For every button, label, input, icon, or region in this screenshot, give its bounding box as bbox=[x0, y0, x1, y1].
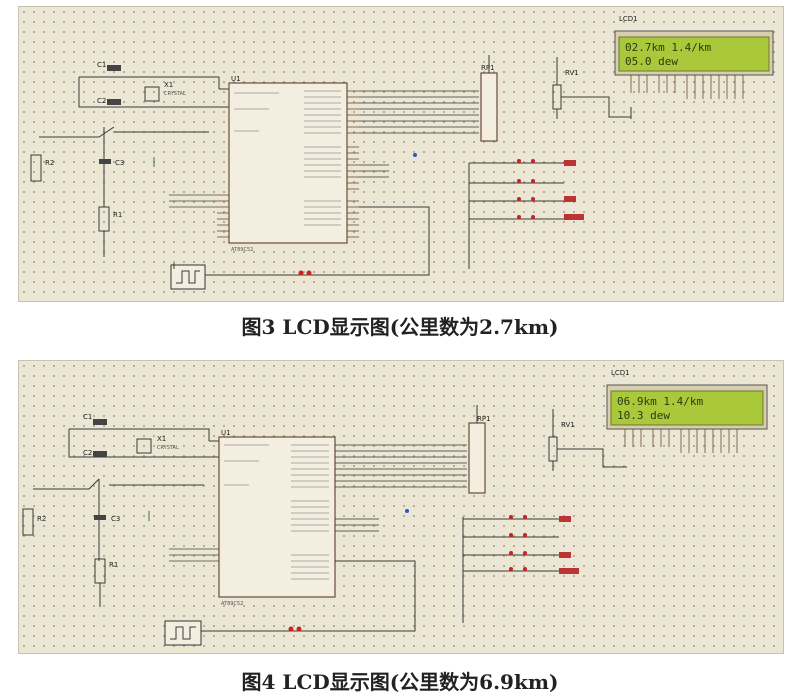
label-c1: C1 bbox=[83, 413, 92, 421]
schematic-panel-1: C1 C2 X1 CRYSTAL R2 C3 R1 U1 AT89C52 bbox=[18, 6, 784, 302]
label-x1: X1 bbox=[157, 435, 166, 443]
capacitor-c3 bbox=[99, 159, 111, 164]
label-rv1: RV1 bbox=[565, 69, 579, 77]
label-c3: C3 bbox=[111, 515, 120, 523]
schematic-drawing-1: C1 C2 X1 CRYSTAL R2 C3 R1 U1 AT89C52 bbox=[30, 15, 774, 290]
label-mcu-part: AT89C52 bbox=[221, 601, 243, 607]
label-mcu-part: AT89C52 bbox=[231, 247, 253, 253]
label-r2: R2 bbox=[45, 159, 54, 167]
label-crystal: CRYSTAL bbox=[157, 445, 179, 451]
label-c1: C1 bbox=[97, 61, 106, 69]
label-mcu: U1 bbox=[231, 75, 241, 83]
potentiometer-rv1 bbox=[552, 84, 562, 110]
label-mcu: U1 bbox=[221, 429, 231, 437]
capacitor-c1 bbox=[93, 419, 107, 425]
caption-figure-3: 图3 LCD显示图(公里数为2.7km) bbox=[241, 315, 559, 339]
potentiometer-rv1 bbox=[548, 436, 558, 462]
mcu-u1 bbox=[218, 436, 336, 598]
label-r2: R2 bbox=[37, 515, 46, 523]
capacitor-c2 bbox=[107, 99, 121, 105]
pulse-source bbox=[170, 264, 206, 290]
schematic-drawing-2: C1 C2 X1 CRYSTAL R2 C3 R1 U1 AT89C52 bbox=[22, 369, 768, 646]
lcd-screen bbox=[618, 36, 770, 72]
lcd-line-1: 02.7km 1.4/km bbox=[625, 41, 711, 54]
resistor-pack-rp1 bbox=[468, 422, 486, 494]
crystal-x1 bbox=[136, 438, 152, 454]
label-rp1: RP1 bbox=[481, 64, 495, 72]
lcd-line-2: 10.3 dew bbox=[617, 409, 670, 422]
lcd-screen bbox=[610, 390, 764, 426]
lcd-title: LCD1 bbox=[611, 369, 630, 377]
lcd-line-2: 05.0 dew bbox=[625, 55, 678, 68]
label-c3: C3 bbox=[115, 159, 124, 167]
label-r1: R1 bbox=[109, 561, 118, 569]
label-rp1: RP1 bbox=[477, 415, 491, 423]
resistor-pack-rp1 bbox=[480, 72, 498, 142]
schematic-panel-2: C1 C2 X1 CRYSTAL R2 C3 R1 U1 AT89C52 bbox=[18, 360, 784, 654]
caption-figure-4: 图4 LCD显示图(公里数为6.9km) bbox=[241, 670, 559, 694]
lcd-title: LCD1 bbox=[619, 15, 638, 23]
label-r1: R1 bbox=[113, 211, 122, 219]
resistor-r1 bbox=[98, 206, 110, 232]
label-rv1: RV1 bbox=[561, 421, 575, 429]
label-x1: X1 bbox=[164, 81, 173, 89]
resistor-r2 bbox=[22, 508, 34, 536]
lcd-line-1: 06.9km 1.4/km bbox=[617, 395, 703, 408]
resistor-r2 bbox=[30, 154, 42, 182]
label-c2: C2 bbox=[83, 449, 92, 457]
capacitor-c1 bbox=[107, 65, 121, 71]
capacitor-c3 bbox=[94, 515, 106, 520]
label-crystal: CRYSTAL bbox=[164, 91, 186, 97]
crystal-x1 bbox=[144, 86, 160, 102]
label-c2: C2 bbox=[97, 97, 106, 105]
capacitor-c2 bbox=[93, 451, 107, 457]
mcu-u1 bbox=[228, 82, 348, 244]
resistor-r1 bbox=[94, 558, 106, 584]
